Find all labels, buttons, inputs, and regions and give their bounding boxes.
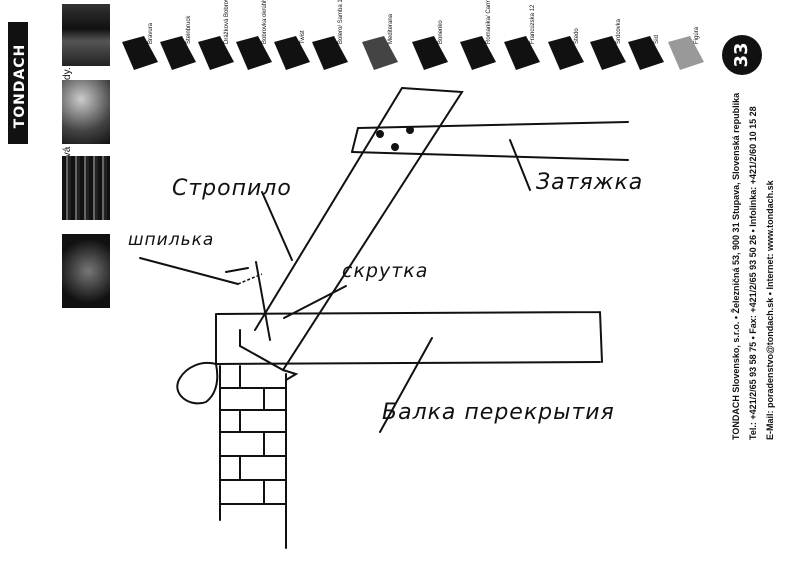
floor-beam [215, 311, 603, 366]
rafter-outline [239, 87, 464, 372]
tile-swatch [122, 36, 158, 70]
tie-beam [351, 121, 629, 161]
label-pin: шпилька [128, 230, 215, 250]
leader-twist [283, 285, 347, 319]
tile-swatch [274, 36, 310, 70]
leader-rafter [261, 191, 293, 261]
tile-swatch [362, 36, 398, 70]
roof-photo [62, 234, 110, 308]
tile-swatch [460, 36, 496, 70]
anniversary-badge: 33 [722, 35, 762, 75]
bolt [391, 143, 399, 151]
tile-swatch [236, 36, 272, 70]
label-tie: Затяжка [536, 170, 644, 195]
contact-line-3: E-Mail: poradenstvo@tondach.sk • Interne… [765, 180, 775, 440]
tile-swatch [312, 36, 348, 70]
contact-line-1: TONDACH Slovensko, s.r.o. • Železničná 5… [731, 92, 741, 440]
tile-swatch [504, 36, 540, 70]
label-twist: скрутка [342, 260, 429, 282]
label-beam: Балка перекрытия [382, 400, 615, 425]
bolt [406, 126, 414, 134]
tile-swatch [590, 36, 626, 70]
leader-pin [139, 257, 239, 285]
brick-wall [219, 365, 287, 549]
tile-swatch [668, 36, 704, 70]
bolt [376, 130, 384, 138]
brand-logo-box: TONDACH [8, 22, 28, 144]
roof-photo [62, 4, 110, 66]
leader-beam [379, 337, 433, 433]
tile-swatch-row [122, 36, 704, 70]
tile-swatch [548, 36, 584, 70]
roof-photo [62, 80, 110, 144]
roof-photo [62, 156, 110, 220]
tile-swatch [412, 36, 448, 70]
tile-swatch [198, 36, 234, 70]
tile-swatch [628, 36, 664, 70]
label-rafter: Стропило [172, 176, 292, 201]
tile-swatch [160, 36, 196, 70]
rafter-inner-edge [254, 87, 403, 331]
leader-tie [509, 139, 531, 191]
wall-plate [176, 362, 219, 405]
contact-line-2: Tel.: +421/2/65 93 58 75 • Fax: +421/2/6… [748, 106, 758, 440]
pin [225, 261, 271, 341]
